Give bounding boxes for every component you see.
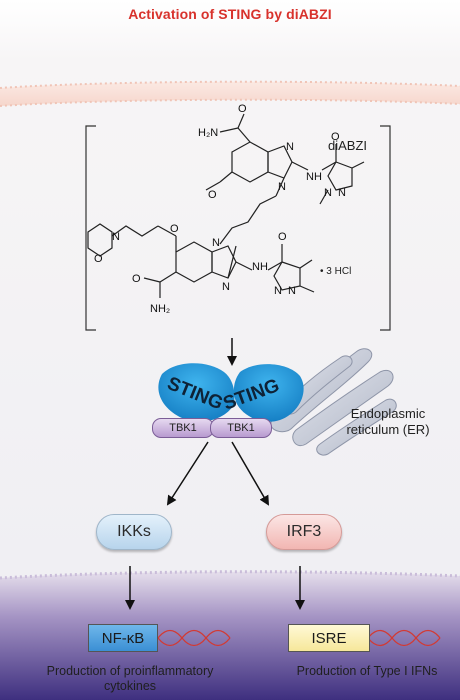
atom-pz-n4: N	[288, 285, 296, 297]
atom-n1: N	[286, 141, 294, 153]
diagram-title: Activation of STING by diABZI	[128, 6, 332, 22]
er-label: Endoplasmic reticulum (ER)	[346, 406, 430, 437]
atom-nh-bottom: NH	[252, 261, 268, 273]
arrow-to-ikks	[166, 441, 209, 506]
arrow-to-irf3	[231, 441, 270, 506]
compound-brackets	[85, 125, 391, 331]
caption-ifns: Production of Type I IFNs	[296, 664, 438, 678]
compound-name: diABZI	[328, 138, 368, 153]
irf3-node: IRF3	[266, 514, 342, 550]
tbk1-left: TBK1	[152, 418, 214, 438]
atom-o-bottom: O	[132, 273, 141, 285]
atom-n4: N	[222, 281, 230, 293]
atom-morph-n: N	[112, 231, 120, 243]
atom-o-amide1: O	[331, 131, 340, 143]
nfkb-box: NF-κB	[88, 624, 158, 652]
atom-pz-n3: N	[274, 285, 282, 297]
caption-cytokines: Production of proinflammatory cytokines	[46, 664, 214, 693]
tbk1-right: TBK1	[210, 418, 272, 438]
atom-amide-bottom: NH₂	[150, 303, 170, 315]
atom-morph-o: O	[94, 253, 103, 265]
atom-methoxy-o: O	[208, 189, 217, 201]
atom-n2: N	[278, 181, 286, 193]
diabzi-structure	[87, 113, 365, 298]
nucleus-region	[0, 570, 460, 700]
isre-box: ISRE	[288, 624, 370, 652]
sting-dimer	[158, 363, 304, 422]
compound-salt: • 3 HCl	[320, 266, 352, 277]
atom-o-top: O	[238, 103, 247, 115]
dna-helix-left	[157, 629, 231, 647]
dna-helix-right	[367, 629, 441, 647]
cell-membrane	[0, 80, 460, 107]
atom-n3: N	[212, 237, 220, 249]
atom-pz-n1: N	[324, 187, 332, 199]
atom-amide-top: H₂N	[198, 127, 218, 139]
atom-ether-o: O	[170, 223, 179, 235]
atom-nh-top: NH	[306, 171, 322, 183]
atom-pz-n2: N	[338, 187, 346, 199]
atom-o-amide2: O	[278, 231, 287, 243]
ikks-node: IKKs	[96, 514, 172, 550]
